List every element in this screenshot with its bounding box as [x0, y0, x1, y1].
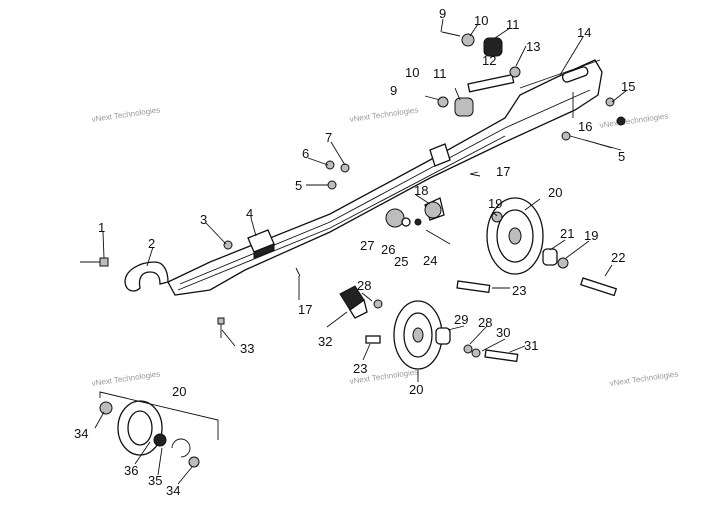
callout-29: 29 — [454, 312, 468, 327]
callout-20: 20 — [409, 382, 423, 397]
callout-27: 27 — [360, 238, 374, 253]
watermark-text: vNext Technologies — [91, 105, 161, 124]
callout-12: 12 — [482, 53, 496, 68]
bolt-part — [80, 257, 109, 267]
callout-21: 21 — [560, 226, 574, 241]
callout-28: 28 — [478, 315, 492, 330]
callout-5: 5 — [618, 149, 625, 164]
bolt-part — [217, 317, 225, 338]
watermark-text: vNext Technologies — [91, 369, 161, 388]
callout-10: 10 — [405, 65, 419, 80]
callout-7: 7 — [325, 130, 332, 145]
callout-15: 15 — [621, 79, 635, 94]
callout-9: 9 — [390, 83, 397, 98]
callout-10: 10 — [474, 13, 488, 28]
callout-22: 22 — [611, 250, 625, 265]
callout-11: 11 — [506, 17, 520, 32]
callout-labels: 1 2 3 4 5 5 6 7 9 9 10 10 11 11 12 13 14… — [74, 6, 635, 498]
callout-19: 19 — [488, 196, 502, 211]
callout-17: 17 — [298, 302, 312, 317]
callout-28: 28 — [357, 278, 371, 293]
watermark-text: vNext Technologies — [609, 369, 679, 388]
callout-20: 20 — [548, 185, 562, 200]
callout-19: 19 — [584, 228, 598, 243]
callout-23: 23 — [512, 283, 526, 298]
callout-35: 35 — [148, 473, 162, 488]
callout-18: 18 — [414, 183, 428, 198]
watermark-text: vNext Technologies — [349, 105, 419, 124]
callout-3: 3 — [200, 212, 207, 227]
callout-1: 1 — [98, 220, 105, 235]
callout-16: 16 — [578, 119, 592, 134]
callout-13: 13 — [526, 39, 540, 54]
callout-26: 26 — [381, 242, 395, 257]
callout-9: 9 — [439, 6, 446, 21]
callout-34: 34 — [166, 483, 180, 498]
callout-5: 5 — [295, 178, 302, 193]
idler-wheel — [393, 300, 443, 370]
callout-34: 34 — [74, 426, 88, 441]
callout-23: 23 — [353, 361, 367, 376]
callout-6: 6 — [302, 146, 309, 161]
callout-11: 11 — [433, 66, 447, 81]
slide-rail — [167, 59, 603, 296]
callout-33: 33 — [240, 341, 254, 356]
callout-32: 32 — [318, 334, 332, 349]
callout-2: 2 — [148, 236, 155, 251]
watermark-text: vNext Technologies — [599, 111, 669, 130]
callout-36: 36 — [124, 463, 138, 478]
callout-25: 25 — [394, 254, 408, 269]
nut-part — [223, 240, 233, 250]
rail-tip-part — [124, 261, 169, 292]
callout-14: 14 — [577, 25, 591, 40]
callout-24: 24 — [423, 253, 437, 268]
callout-31: 31 — [524, 338, 538, 353]
top-hardware — [424, 31, 521, 117]
callout-17: 17 — [496, 164, 510, 179]
callout-4: 4 — [246, 206, 253, 221]
idler-wheel-assembly — [99, 400, 200, 468]
callout-30: 30 — [496, 325, 510, 340]
leader-lines — [94, 18, 628, 485]
callout-20: 20 — [172, 384, 186, 399]
